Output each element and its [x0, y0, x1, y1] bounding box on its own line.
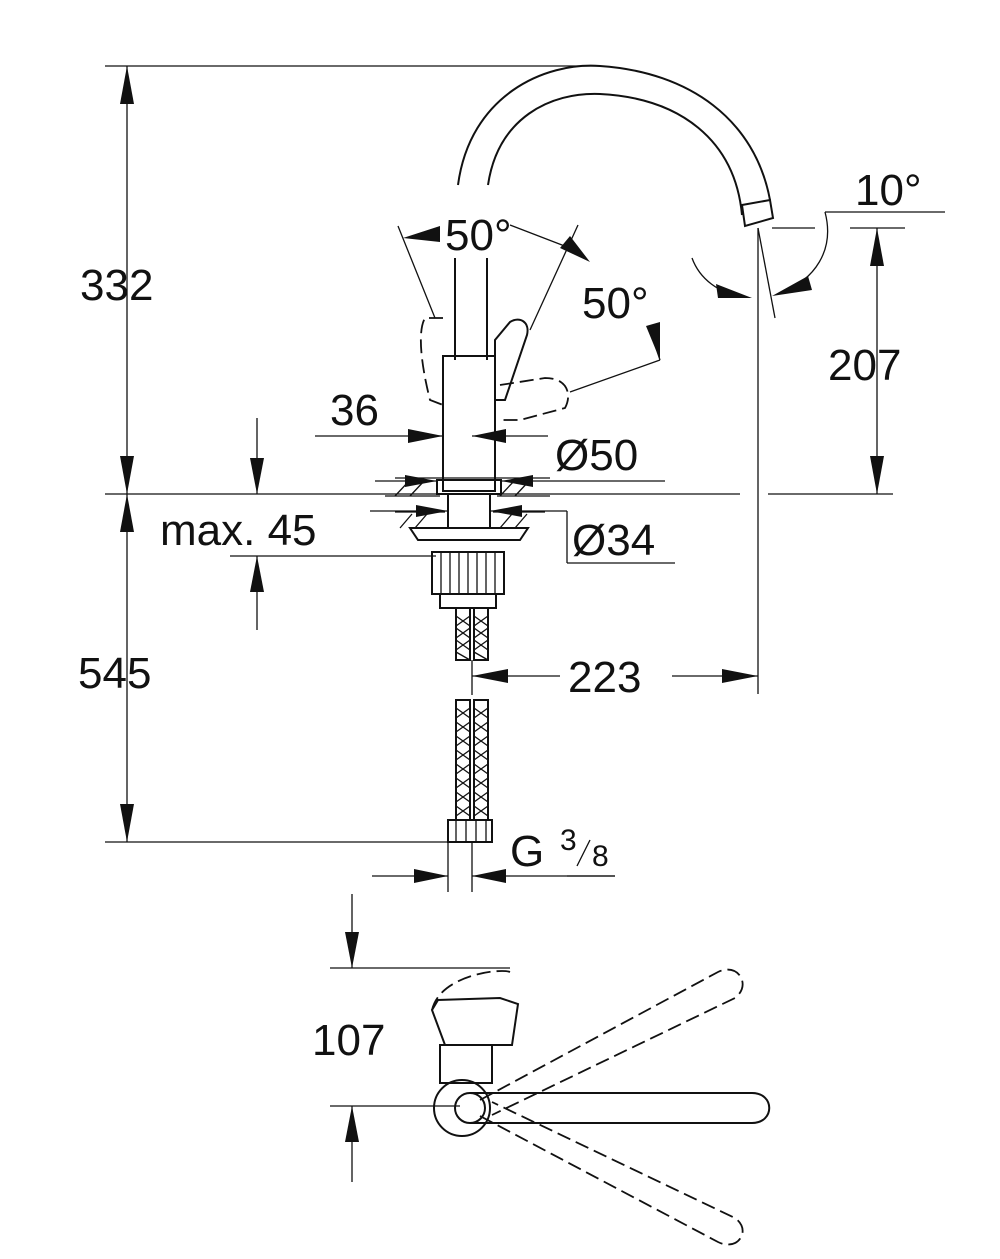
faucet-body	[442, 355, 496, 492]
label-107: 107	[312, 1016, 385, 1065]
label-d50: Ø50	[555, 431, 638, 480]
label-thread-den: 8	[592, 840, 609, 873]
label-d34: Ø34	[572, 516, 655, 565]
dimension-lines	[105, 65, 945, 892]
label-36: 36	[330, 386, 379, 435]
lever-right-position	[499, 377, 569, 421]
label-thread-num: 3	[560, 824, 577, 857]
spout-inner	[487, 92, 743, 216]
hose-upper	[455, 607, 489, 661]
faucet-top-view	[330, 894, 771, 1246]
lever	[494, 318, 529, 401]
label-thread-g: G	[510, 827, 544, 876]
spout-tip	[740, 198, 775, 228]
label-50deg-right: 50°	[582, 279, 649, 328]
label-545: 545	[78, 649, 151, 698]
faucet-side-view	[105, 64, 893, 843]
spout-top	[470, 1092, 771, 1124]
label-223: 223	[568, 653, 641, 702]
lever-left-position	[419, 317, 444, 406]
hose-lower	[455, 699, 489, 821]
label-10deg: 10°	[855, 166, 922, 215]
spout-outer	[457, 64, 771, 201]
label-50deg-left: 50°	[445, 211, 512, 260]
label-207: 207	[828, 341, 901, 390]
label-max45: max. 45	[160, 506, 317, 555]
label-332: 332	[80, 261, 153, 310]
